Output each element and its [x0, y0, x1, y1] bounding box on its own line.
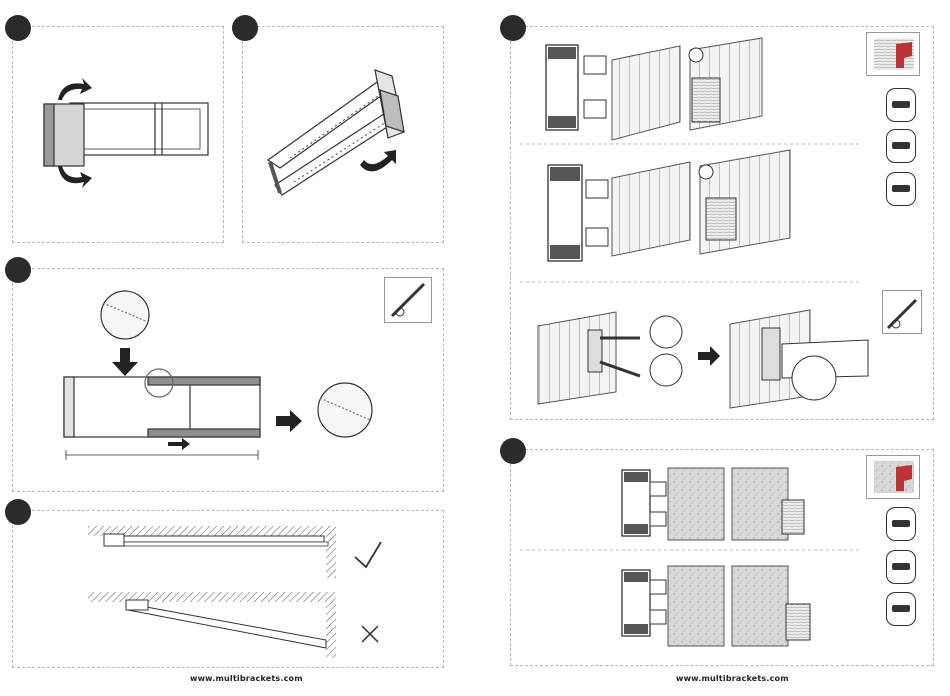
- screwdriver-icon: [392, 284, 424, 316]
- rotate-arrow-icon: [58, 166, 92, 188]
- unfold-arm-illustration: [44, 103, 208, 166]
- concrete-wall-upper-illustration: [622, 468, 804, 540]
- drill-icon: [874, 38, 914, 70]
- screwdriver-icon: [888, 300, 916, 328]
- cross-icon: [362, 626, 378, 642]
- rotate-bracket-illustration: [268, 70, 404, 195]
- checkmark-icon: [355, 542, 381, 567]
- ceiling-wrong-illustration: [88, 592, 336, 658]
- arrow-right-icon: [276, 410, 302, 432]
- rotate-arrow-icon: [360, 150, 396, 171]
- adjust-length-illustration: [64, 291, 372, 460]
- arrow-down-icon: [112, 348, 138, 376]
- concrete-wall-lower-illustration: [622, 566, 810, 646]
- wood-wall-lower-illustration: [548, 150, 790, 261]
- ceiling-correct-illustration: [88, 526, 336, 578]
- arrow-right-icon: [168, 438, 190, 450]
- rotate-arrow-icon: [58, 78, 92, 100]
- bracket-mount-illustration: [538, 310, 868, 408]
- wood-wall-upper-illustration: [546, 38, 762, 140]
- drill-icon: [874, 461, 914, 493]
